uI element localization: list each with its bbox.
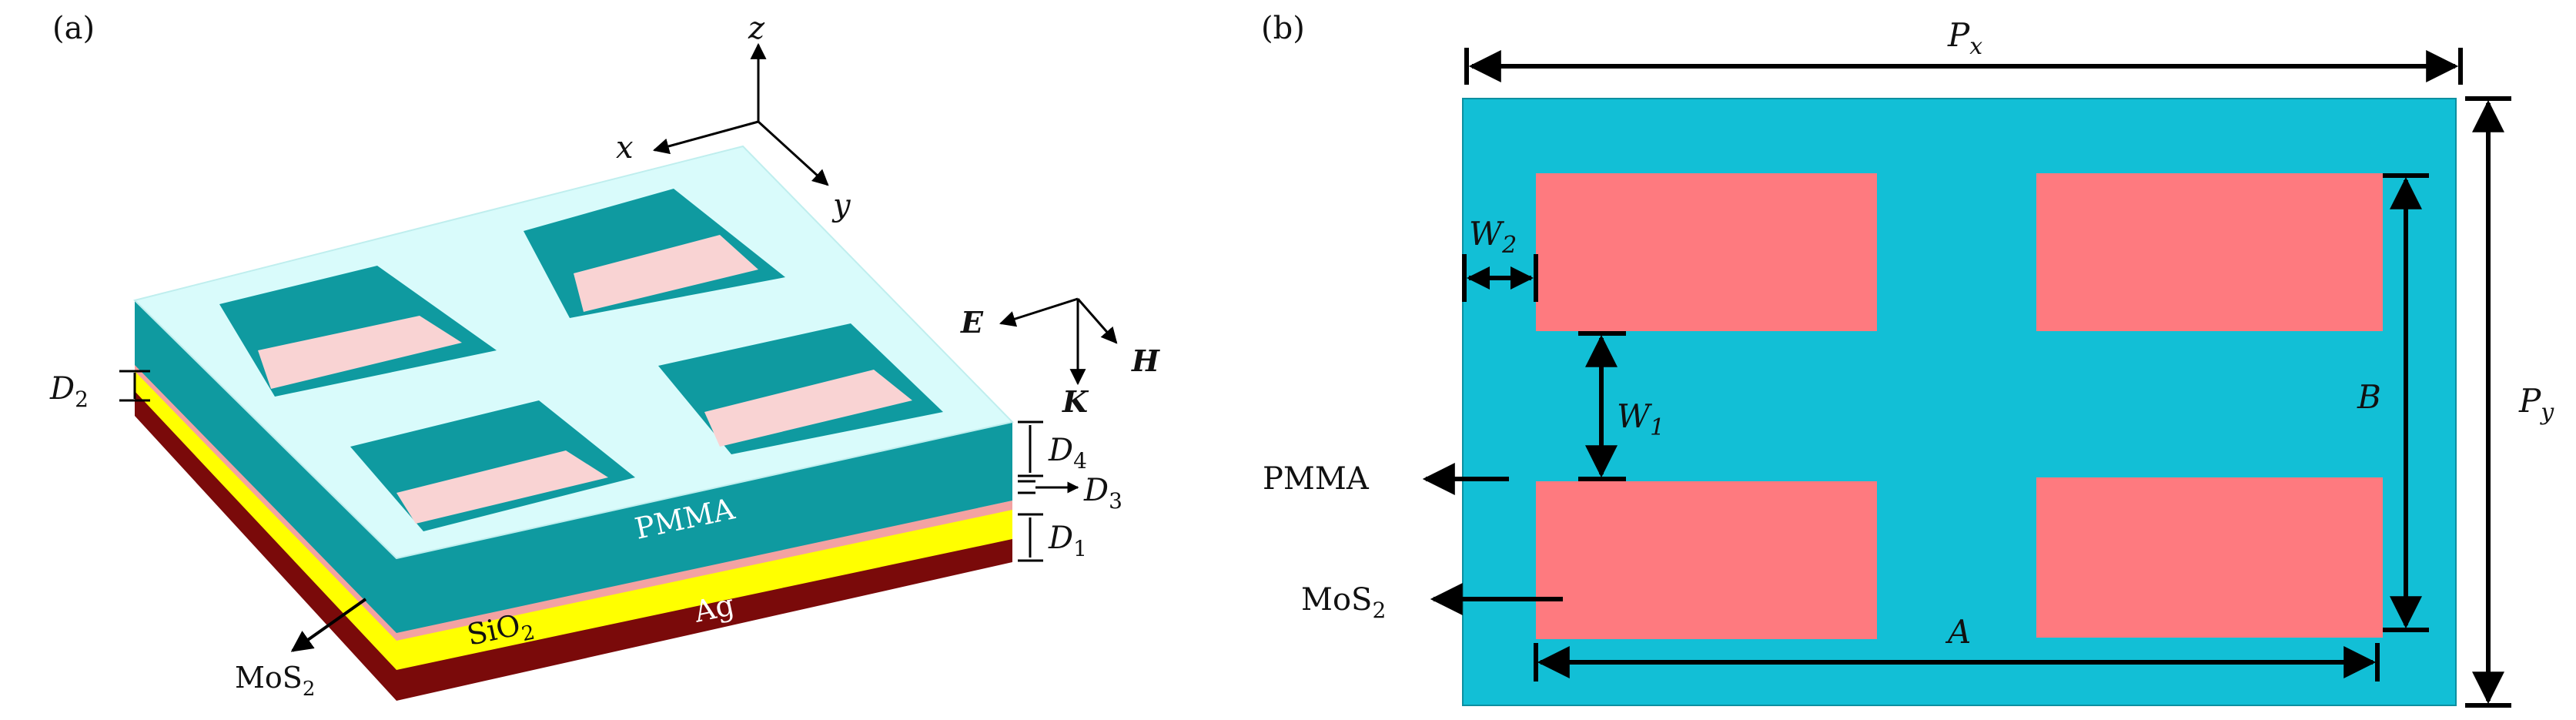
y-axis-label: y [831,188,851,223]
mos2-rect-bottom-right [2036,477,2383,638]
d4-label: D4 [1048,433,1087,474]
b-label: B [2357,378,2381,416]
w2-dimension [1462,254,1538,302]
w2-label: W2 [1469,215,1517,259]
hole-2 [524,189,785,318]
py-dimension [2465,96,2511,708]
e-field-label: E [960,305,984,340]
d2-dimension [119,370,150,402]
pmma-top-surface [133,145,1014,560]
d3-label: D3 [1083,473,1122,514]
hole-3 [350,400,635,531]
w1-label: W1 [1617,397,1664,441]
x-axis-label: x [616,130,634,166]
b-dimension [2383,173,2429,632]
pmma-side-right [396,422,1012,633]
py-label: Py [2518,382,2554,426]
d4-dimension [1018,420,1043,477]
pmma-side-left [135,300,396,633]
mos2-label-a: MoS2 [235,661,315,701]
panel-b: (b) Px Py B [1261,11,2554,708]
px-dimension [1464,48,2463,85]
ag-label: Ag [691,588,738,629]
mos2-rect-bottom-left [1536,481,1877,639]
d3-dimension [1018,480,1079,494]
mos2-pointer-a [290,598,367,652]
mos2-rect-top-left [1536,173,1877,331]
d1-label: D1 [1048,521,1087,561]
k-field-label: K [1062,384,1089,419]
panel-a: (a) z [49,11,1160,701]
panel-a-label: (a) [52,11,95,46]
hole-1 [219,266,497,397]
mos2-rect-top-right [2036,173,2383,331]
px-label: Px [1947,16,1982,60]
field-vectors [999,297,1118,386]
a-label: A [1945,613,1971,651]
z-axis-label: z [748,11,765,46]
mos2-label-b: MoS2 [1301,582,1386,623]
a-dimension [1534,643,2380,681]
sio2-layer-front [135,370,1012,670]
pmma-label-b: PMMA [1263,461,1370,497]
w1-dimension [1578,331,1626,481]
d1-dimension [1018,513,1043,562]
panel-b-label: (b) [1261,11,1305,46]
h-field-label: H [1131,343,1160,378]
d2-label: D2 [49,371,89,412]
hole-4 [658,323,943,454]
coordinate-axes [652,42,829,186]
